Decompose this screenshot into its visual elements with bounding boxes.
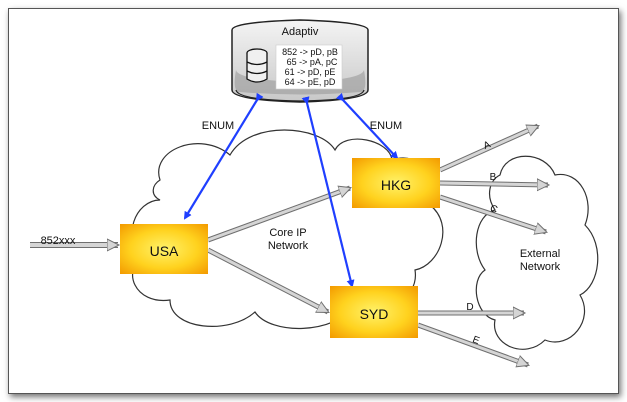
external-network-label-2: Network bbox=[520, 261, 561, 273]
adaptiv-server bbox=[231, 19, 369, 103]
enum-arrow-syd bbox=[301, 96, 355, 288]
arrow-usa-syd bbox=[206, 247, 328, 315]
route-61: 61 -> pD, pE bbox=[285, 67, 336, 77]
arrow-link-a bbox=[438, 123, 538, 173]
enum-arrow-usa bbox=[183, 92, 264, 220]
database-icon bbox=[246, 48, 268, 83]
route-64: 64 -> pE, pD bbox=[285, 77, 336, 87]
link-label-b: B bbox=[490, 172, 497, 183]
core-network-label-2: Network bbox=[268, 240, 309, 252]
server-title: Adaptiv bbox=[282, 26, 319, 38]
arrow-link-c bbox=[439, 194, 546, 232]
enum-label-left: ENUM bbox=[202, 120, 234, 132]
node-usa-label: USA bbox=[150, 243, 179, 259]
arrow-link-e bbox=[417, 322, 528, 365]
link-label-a: A bbox=[482, 139, 493, 152]
node-syd-label: SYD bbox=[360, 306, 389, 322]
external-network-cloud bbox=[475, 155, 599, 350]
enum-arrows bbox=[183, 92, 399, 288]
link-label-d: D bbox=[466, 302, 473, 313]
node-syd bbox=[330, 286, 418, 338]
node-usa bbox=[120, 224, 208, 274]
node-hkg-label: HKG bbox=[381, 177, 411, 193]
enum-label-right: ENUM bbox=[370, 120, 402, 132]
route-65: 65 -> pA, pC bbox=[287, 57, 338, 67]
core-network-label-1: Core IP bbox=[269, 227, 306, 239]
input-label: 852xxx bbox=[41, 235, 76, 247]
route-852: 852 -> pD, pB bbox=[282, 47, 338, 57]
external-network-label-1: External bbox=[520, 248, 560, 260]
link-label-c: C bbox=[489, 203, 499, 216]
arrow-link-b bbox=[439, 183, 548, 185]
node-hkg bbox=[352, 158, 440, 208]
link-label-e: E bbox=[471, 334, 481, 347]
